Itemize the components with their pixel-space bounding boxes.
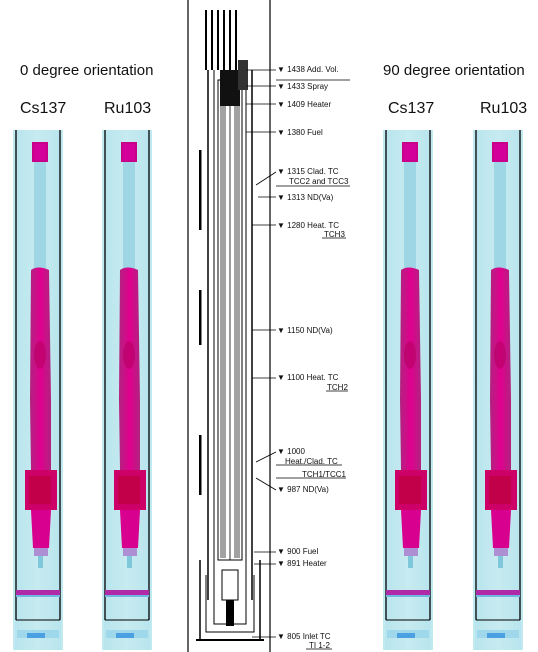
right-ru103-header: Ru103 <box>480 100 528 117</box>
label-1000: ▼ 1000 <box>277 447 305 456</box>
label-tch1-tcc1: TCH1/TCC1 <box>302 470 347 479</box>
left-panel-title: 0 degree orientation <box>20 62 154 79</box>
label-ti-1-2: TI 1-2 <box>309 641 330 650</box>
label-900-fuel: ▼ 900 Fuel <box>277 547 319 556</box>
label-1315-clad-tc: ▼ 1315 Clad. TC <box>277 167 339 176</box>
label-805-inlet-tc: ▼ 805 Inlet TC <box>277 632 331 641</box>
label-tch2: TCH2 <box>327 383 348 392</box>
label-tch3: TCH3 <box>324 230 345 239</box>
label-987-nd-va: ▼ 987 ND(Va) <box>277 485 329 494</box>
label-1150-nd-va: ▼ 1150 ND(Va) <box>277 326 333 335</box>
label-891-heater: ▼ 891 Heater <box>277 559 327 568</box>
label-heat-clad-tc: Heat./Clad. TC <box>285 457 338 466</box>
label-1100-heat-tc: ▼ 1100 Heat. TC <box>277 373 339 382</box>
label-1313-nd-va: ▼ 1313 ND(Va) <box>277 193 334 202</box>
label-1280-heat-tc: ▼ 1280 Heat. TC <box>277 221 340 230</box>
right-panel-title: 90 degree orientation <box>383 62 525 79</box>
right-cs137-header: Cs137 <box>388 100 435 117</box>
label-1433-spray: ▼ 1433 Spray <box>277 82 329 91</box>
label-1380-fuel: ▼ 1380 Fuel <box>277 128 323 137</box>
left-ru103-header: Ru103 <box>104 100 152 117</box>
left-cs137-header: Cs137 <box>20 100 67 117</box>
label-tcc2-tcc3: TCC2 and TCC3 <box>289 177 349 186</box>
label-1409-heater: ▼ 1409 Heater <box>277 100 332 109</box>
label-1438-add-vol: ▼ 1438 Add. Vol. <box>277 65 339 74</box>
